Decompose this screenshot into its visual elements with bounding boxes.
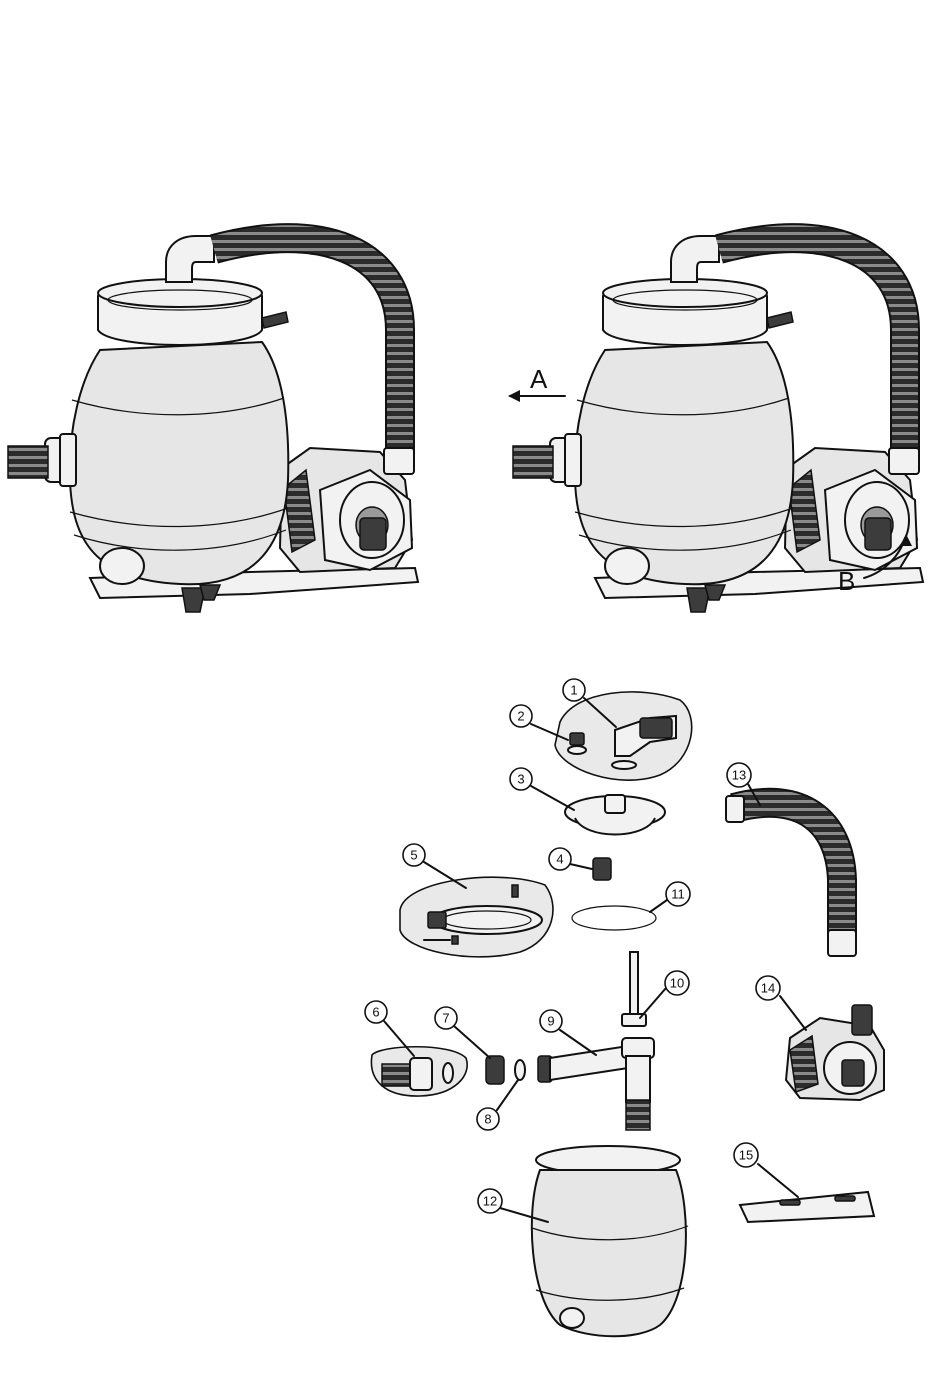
callout-9: 9 — [540, 1010, 562, 1032]
o-ring — [572, 906, 656, 930]
callout-3-number: 3 — [517, 772, 524, 787]
washer — [515, 1060, 525, 1080]
callout-6-number: 6 — [372, 1005, 379, 1020]
drain-valve — [593, 858, 611, 880]
callout-5: 5 — [403, 844, 425, 866]
callout-6: 6 — [365, 1001, 387, 1023]
callout-13: 13 — [727, 763, 751, 787]
callout-1-number: 1 — [570, 683, 577, 698]
callout-5-number: 5 — [410, 848, 417, 863]
callout-11-number: 11 — [671, 887, 685, 902]
callout-4: 4 — [549, 848, 571, 870]
callout-13-number: 13 — [732, 768, 746, 783]
assembled-view-left — [8, 236, 418, 612]
exploded-view: 1 2 3 4 5 6 7 8 — [365, 679, 884, 1336]
label-a: A — [530, 364, 548, 394]
callout-10: 10 — [665, 971, 689, 995]
callout-12-number: 12 — [483, 1194, 497, 1209]
assembled-view-right — [508, 236, 923, 612]
callout-10-number: 10 — [670, 976, 684, 991]
callout-1: 1 — [563, 679, 585, 701]
pump-part — [786, 1005, 884, 1100]
lid-part — [565, 795, 665, 835]
lock-nut — [486, 1056, 504, 1084]
callout-2: 2 — [510, 705, 532, 727]
callout-2-number: 2 — [517, 709, 524, 724]
callout-8-number: 8 — [484, 1112, 491, 1127]
callout-14-number: 14 — [761, 981, 775, 996]
base-plate-part — [740, 1192, 874, 1222]
callout-15-number: 15 — [739, 1148, 753, 1163]
callout-3: 3 — [510, 768, 532, 790]
callout-11: 11 — [666, 882, 690, 906]
callout-7-number: 7 — [442, 1011, 449, 1026]
callout-15: 15 — [734, 1143, 758, 1167]
hose-part — [726, 796, 856, 956]
label-b: B — [838, 566, 855, 596]
callout-12: 12 — [478, 1189, 502, 1213]
callout-7: 7 — [435, 1007, 457, 1029]
tank-part — [532, 1146, 688, 1336]
callout-14: 14 — [756, 976, 780, 1000]
callout-4-number: 4 — [556, 852, 563, 867]
manifold-pipe — [538, 1038, 654, 1130]
callout-9-number: 9 — [547, 1014, 554, 1029]
air-release-valve — [568, 733, 586, 754]
callout-8: 8 — [477, 1108, 499, 1130]
